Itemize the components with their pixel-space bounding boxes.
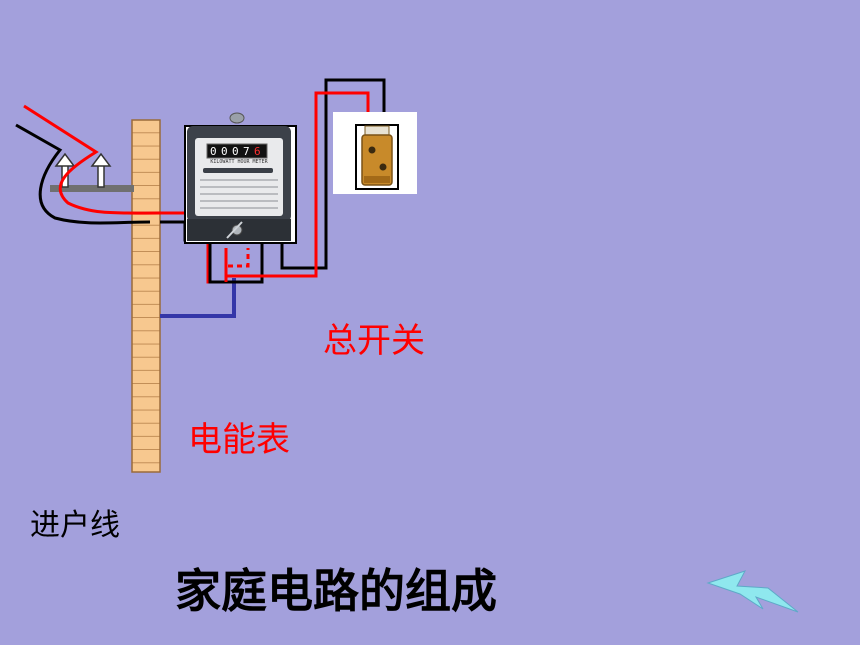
switch-neutral-wire <box>280 78 386 270</box>
meter-dashed-live <box>224 248 250 282</box>
main-switch <box>333 112 417 194</box>
main-switch-label: 总开关 <box>323 321 425 361</box>
incoming-live-wire <box>23 104 161 215</box>
electric-meter: KILOWATT HOUR METER 0 0 0 7 6 <box>184 112 297 244</box>
switch-screw-icon <box>379 163 387 171</box>
incoming-neutral-wire <box>15 123 151 225</box>
ground-wire <box>160 278 236 318</box>
meter-digit: 0 <box>210 145 217 158</box>
switch-screw-icon <box>368 146 376 154</box>
incoming-line-label: 进户线 <box>30 508 120 543</box>
meter-digit: 6 <box>254 145 261 158</box>
switch-live-wire <box>224 91 370 278</box>
meter-digit: 7 <box>243 145 250 158</box>
meter-header: KILOWATT HOUR METER <box>210 159 268 165</box>
screw-icon <box>231 224 243 236</box>
utility-pole <box>131 119 161 473</box>
lightning-bolt-icon <box>706 570 799 613</box>
meter-digits: 0 0 0 7 6 <box>210 145 261 158</box>
insulator-icon <box>90 152 112 188</box>
meter-digit: 0 <box>221 145 228 158</box>
pole-crossbar <box>50 185 134 192</box>
meter-label: 电能表 <box>188 420 290 460</box>
slide-title: 家庭电路的组成 <box>175 564 497 618</box>
meter-digit: 0 <box>232 145 239 158</box>
